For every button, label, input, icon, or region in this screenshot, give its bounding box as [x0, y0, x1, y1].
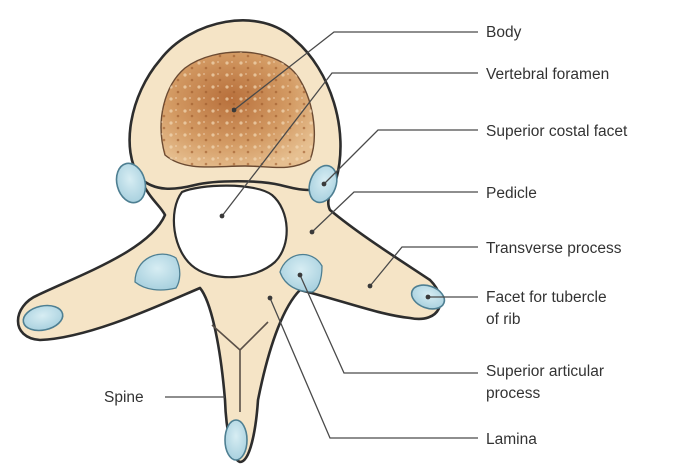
- label-facet-for-tubercle-line1: Facet for tubercle: [486, 289, 607, 306]
- leader-lamina: [270, 298, 478, 438]
- vertebral-foramen-shape: [174, 186, 287, 278]
- label-spine: Spine: [104, 389, 144, 406]
- label-vertebral-foramen: Vertebral foramen: [486, 66, 609, 83]
- leader-superior-costal-facet: [324, 130, 478, 184]
- label-facet-for-tubercle-line2: of rib: [486, 311, 520, 328]
- label-superior-costal-facet: Superior costal facet: [486, 123, 628, 140]
- label-transverse-process: Transverse process: [486, 240, 622, 257]
- label-superior-articular-line2: process: [486, 385, 541, 402]
- label-superior-articular-line1: Superior articular: [486, 363, 604, 380]
- label-lamina: Lamina: [486, 431, 537, 448]
- spine-tip-facet: [225, 420, 247, 460]
- label-body: Body: [486, 24, 522, 41]
- label-pedicle: Pedicle: [486, 185, 537, 202]
